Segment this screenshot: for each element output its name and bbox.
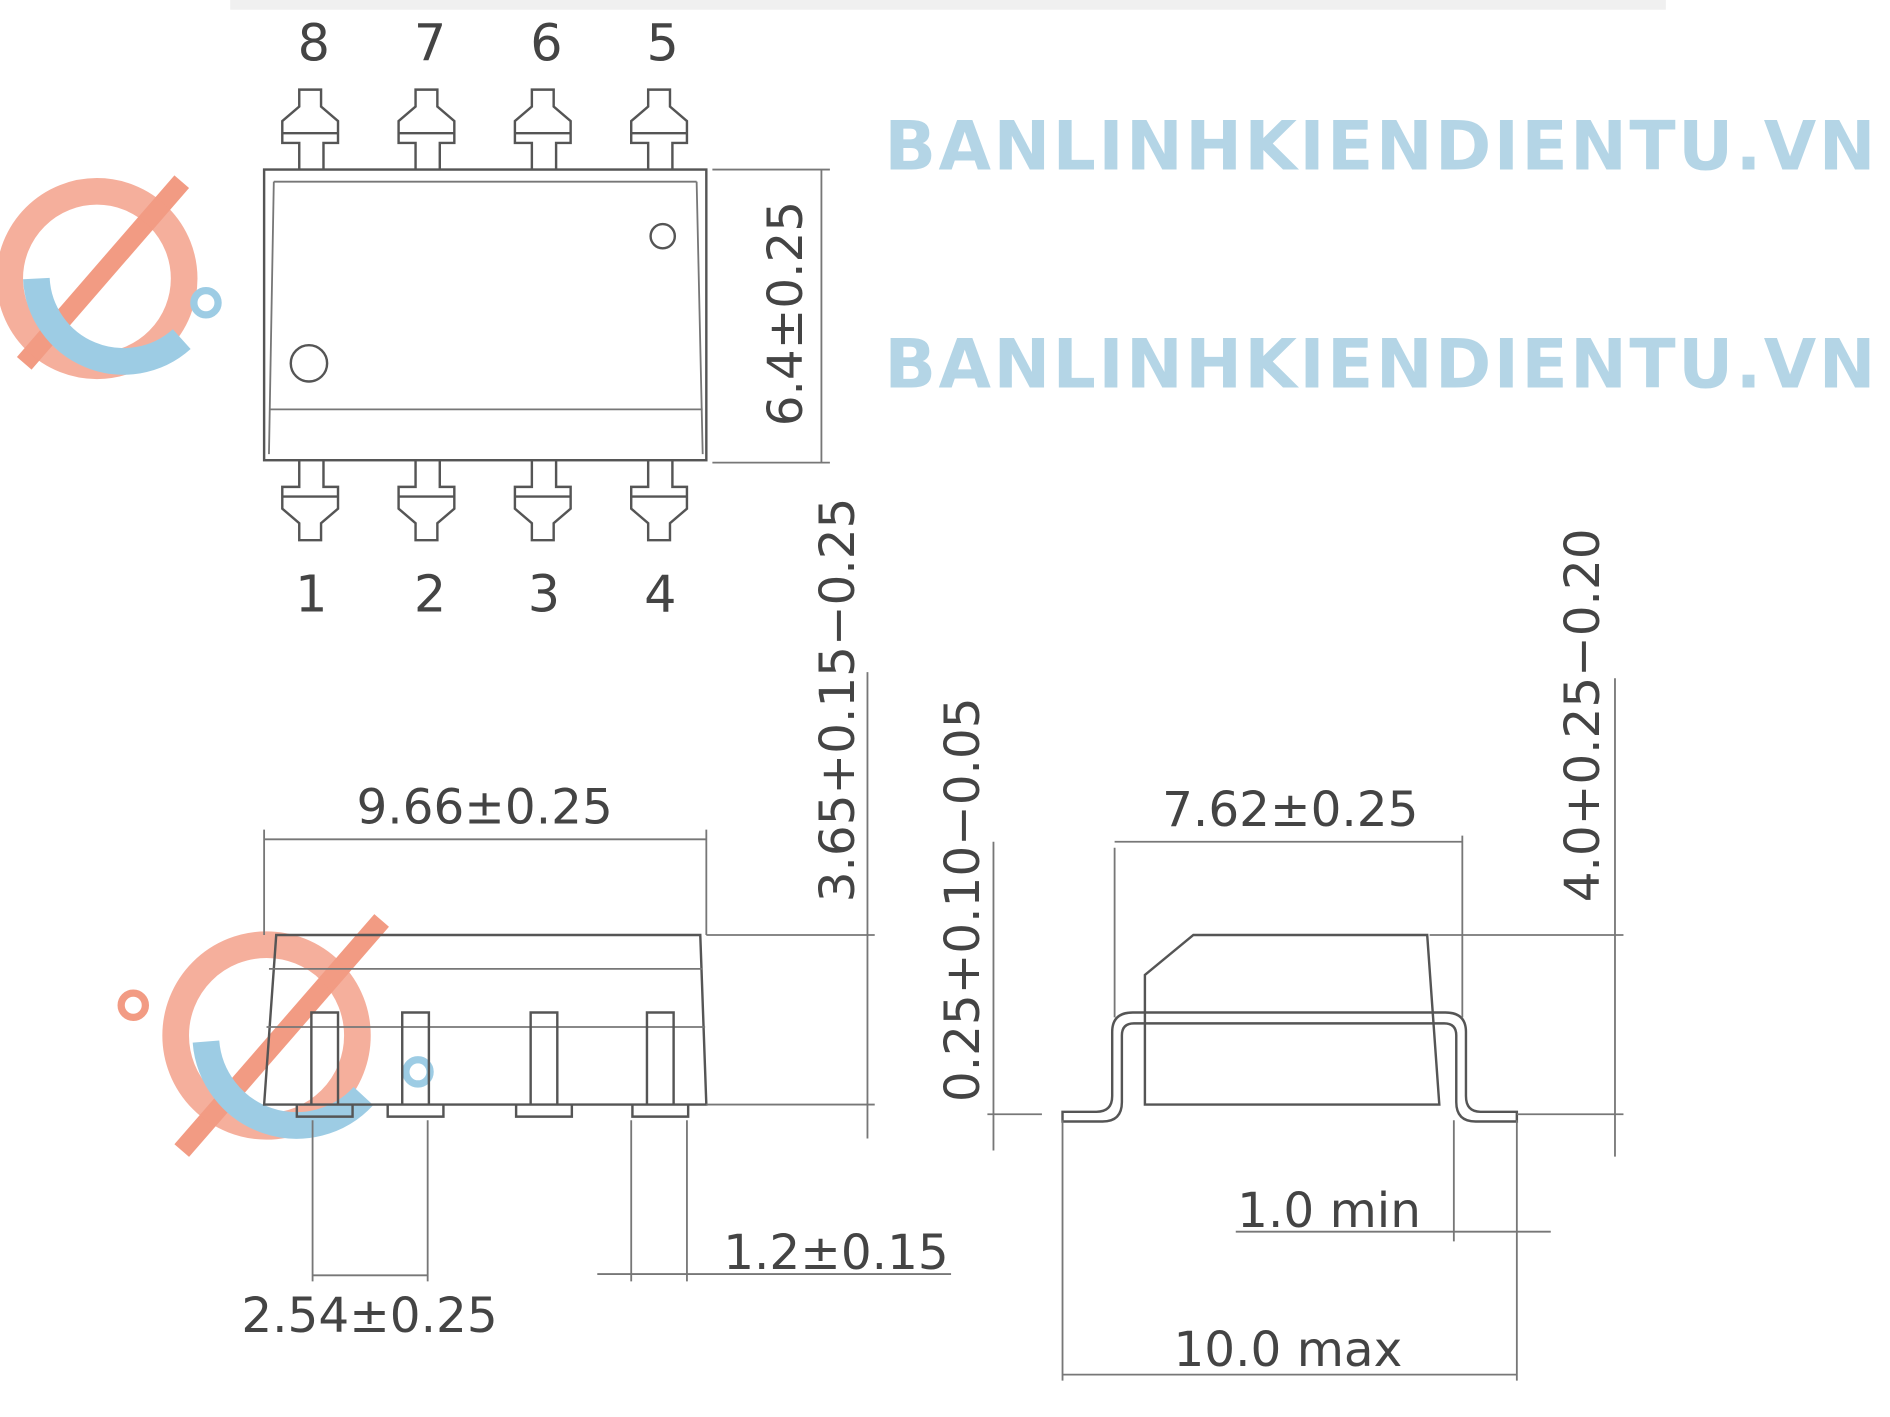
lead-length-dimension-line	[1235, 1120, 1551, 1242]
top-view: 8 7 6 5 1 2 3 4 6.4±0.25	[262, 14, 830, 624]
bottom-pin	[630, 460, 689, 542]
lead-length-dimension: 1.0 min	[1237, 1183, 1421, 1239]
watermark-text: BANLINHKIENDIENTU.VN	[884, 325, 1877, 404]
pin-number: 4	[644, 565, 676, 624]
end-height-tolerance-plus: +0.25	[1555, 677, 1611, 825]
pin-number: 6	[530, 14, 562, 73]
watermark: BANLINHKIENDIENTU.VN BANLINHKIENDIENTU.V…	[884, 107, 1877, 404]
top-pin	[397, 88, 456, 170]
standoff-nominal: 0.25	[935, 994, 991, 1102]
side-lead	[386, 1011, 445, 1118]
top-pin	[281, 88, 340, 170]
top-view-bevel	[268, 180, 704, 455]
mold-marker	[649, 222, 677, 250]
row-spacing-dimension-line	[1113, 835, 1464, 1018]
watermark-text: BANLINHKIENDIENTU.VN	[884, 107, 1877, 186]
standoff-dimension-line	[987, 841, 1042, 1151]
side-view-body	[262, 933, 708, 1106]
side-view: 9.66±0.25 3.65+0.15−0.25 0.25+0.10−0.05 …	[241, 498, 1042, 1344]
overall-width-dimension-line	[1061, 1120, 1518, 1381]
lead-width-dimension: 1.2±0.15	[723, 1225, 949, 1281]
end-view-body	[1143, 933, 1441, 1106]
standoff-dimension: 0.25+0.10−0.05	[935, 697, 991, 1102]
width-dimension-line	[712, 168, 830, 464]
height-dimension: 3.65+0.15−0.25	[810, 498, 866, 903]
pin-number: 5	[647, 14, 679, 73]
length-dimension: 9.66±0.25	[356, 780, 612, 836]
side-lead	[631, 1011, 690, 1118]
width-dimension: 6.4±0.25	[758, 201, 814, 426]
pin-number: 3	[528, 565, 560, 624]
end-height-tolerance-minus: −0.20	[1555, 528, 1611, 676]
lead-width-dimension-line	[597, 1120, 952, 1282]
watermark-logo-icon	[117, 914, 434, 1157]
overall-width-dimension: 10.0 max	[1173, 1322, 1402, 1378]
top-view-body	[262, 168, 708, 462]
side-lead	[514, 1011, 574, 1118]
pin-number: 2	[414, 565, 446, 624]
end-view: 7.62±0.25 4.0+0.25−0.20 1.0 min 10.0 max	[1061, 528, 1624, 1381]
pitch-dimension: 2.54±0.25	[241, 1288, 497, 1344]
watermark-logo-icon	[0, 175, 222, 380]
end-height-dimension: 4.0+0.25−0.20	[1555, 528, 1611, 902]
pin-number: 7	[414, 14, 446, 73]
watermark-logos	[0, 175, 434, 1157]
bottom-pin	[513, 460, 572, 542]
pin1-marker	[289, 343, 329, 383]
top-strip	[230, 0, 1666, 10]
top-pin	[630, 88, 689, 170]
side-view-lines	[266, 967, 706, 1028]
height-dimension-line	[706, 672, 875, 1139]
pitch-dimension-line	[311, 1120, 429, 1282]
side-lead	[295, 1011, 354, 1118]
standoff-tolerance-minus: −0.05	[935, 697, 991, 845]
row-spacing-dimension: 7.62±0.25	[1162, 782, 1418, 838]
pin-number: 8	[298, 14, 330, 73]
length-dimension-line	[263, 829, 708, 935]
end-height-nominal: 4.0	[1555, 825, 1611, 902]
top-pin	[513, 88, 572, 170]
pin-number: 1	[295, 565, 327, 624]
bottom-pin	[397, 460, 456, 542]
bottom-pin	[281, 460, 340, 542]
standoff-tolerance-plus: +0.10	[935, 846, 991, 994]
end-height-dimension-line	[1429, 678, 1624, 1157]
